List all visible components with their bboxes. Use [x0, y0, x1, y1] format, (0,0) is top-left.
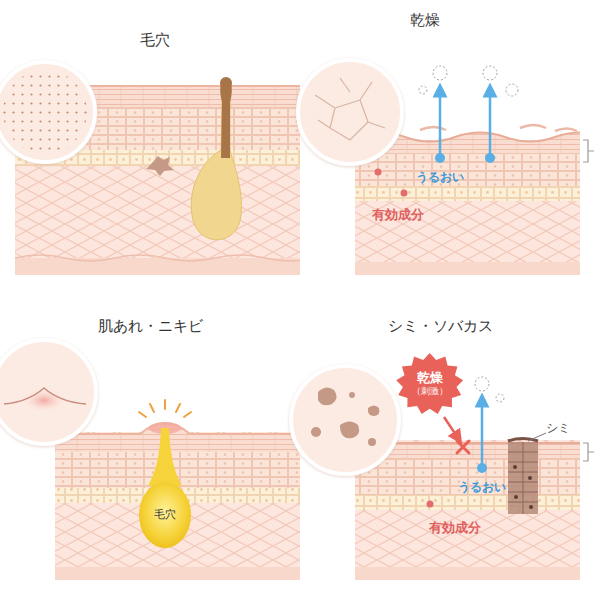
moisture-arrow — [489, 90, 492, 158]
zoom-circle — [0, 340, 96, 444]
skin-section — [355, 458, 580, 495]
moisture-arrow — [496, 394, 504, 402]
irritation-starburst: 乾燥（刺激） — [396, 353, 463, 415]
zoom-circle — [298, 60, 402, 164]
skin-section — [355, 440, 580, 580]
zoom-circle — [4, 388, 86, 404]
spot-column — [508, 439, 538, 515]
moisture-arrow — [419, 66, 518, 163]
moisture-arrow — [433, 66, 447, 80]
spot-column — [514, 495, 518, 499]
skin-section — [355, 567, 580, 580]
irritation-arrow — [457, 441, 469, 453]
skin-section — [55, 567, 300, 580]
inflammation-rays — [184, 412, 191, 417]
node-text-group: 毛穴 — [154, 509, 176, 522]
sebaceous-gland — [220, 82, 232, 158]
layer-bracket — [583, 443, 594, 461]
irritation-arrow — [444, 417, 469, 453]
zoom-circle — [340, 422, 359, 439]
zoom-circle — [318, 387, 337, 405]
skin-section — [355, 153, 580, 186]
zoom-circle — [349, 392, 355, 398]
ingredient-dot — [401, 190, 408, 197]
zoom-circle — [0, 62, 95, 162]
moisture-arrow — [483, 66, 497, 80]
panel-title: 乾燥 — [410, 11, 440, 29]
ingredient-label: 有効成分 — [372, 207, 424, 223]
ingredient-dot — [375, 169, 382, 176]
zoom-circle — [0, 62, 95, 162]
ingredient-dot — [427, 501, 434, 508]
moisture-arrow — [419, 86, 427, 94]
inflammation-rays — [139, 412, 146, 417]
moisture-arrow — [475, 377, 489, 391]
inflammation-rays — [176, 404, 180, 412]
zoom-circle — [0, 340, 96, 444]
moisture-arrow — [475, 377, 504, 473]
moisture-arrow — [435, 153, 445, 163]
skin-section — [355, 495, 580, 510]
spot-label: シミ — [546, 421, 570, 435]
moisture-arrow — [439, 90, 442, 158]
moisture-arrow — [506, 84, 518, 96]
irritation-arrow — [444, 417, 458, 438]
skin-section — [355, 140, 580, 275]
panel-title: 毛穴 — [140, 31, 170, 49]
moisture-arrow — [485, 153, 495, 163]
sebaceous-gland — [191, 77, 241, 240]
zoom-circle — [311, 427, 321, 437]
zoom-circle — [368, 438, 376, 446]
moisture-arrow — [481, 400, 484, 468]
zoom-circle — [315, 78, 385, 140]
node-text: （刺激） — [412, 386, 448, 396]
panel-title: シミ・ソバカス — [388, 317, 493, 335]
layer-bracket — [583, 140, 594, 162]
skin-section — [355, 186, 580, 201]
skin-section — [55, 422, 300, 580]
inflammation-rays — [139, 400, 191, 417]
ingredient-label: 有効成分 — [429, 520, 481, 536]
spot-column — [513, 465, 517, 469]
pore-neck — [148, 428, 182, 486]
skin-section — [55, 423, 300, 452]
melanocyte — [146, 156, 174, 176]
spot-column — [528, 476, 532, 480]
zoom-circle — [291, 366, 399, 474]
ingredient-dot — [375, 169, 408, 197]
leader-line — [528, 433, 546, 441]
zoom-circle — [291, 366, 399, 474]
skin-section — [15, 255, 300, 261]
starburst-outline — [397, 353, 464, 414]
skin-section — [55, 432, 300, 580]
node-text: 毛穴 — [154, 509, 176, 522]
inflammation-rays — [164, 400, 166, 409]
skin-section — [355, 262, 580, 275]
moisture-label: うるおい — [458, 480, 506, 494]
node-text: 乾燥 — [412, 371, 448, 386]
moisture-arrow — [477, 463, 487, 473]
pore-outline — [139, 482, 191, 548]
panel-title: 肌あれ・ニキビ — [98, 317, 203, 335]
spot-column — [508, 442, 538, 514]
inflammation-rays — [150, 404, 154, 412]
skin-section — [15, 258, 300, 275]
pore-blob: 毛穴 — [139, 482, 191, 548]
moisture-label: うるおい — [416, 170, 464, 184]
spot-column — [508, 442, 538, 514]
zoom-circle — [3, 70, 87, 154]
zoom-circle — [368, 406, 380, 417]
sebaceous-gland — [220, 77, 232, 89]
sebaceous-gland — [191, 100, 241, 240]
skin-section — [55, 423, 300, 434]
node-text-group: 乾燥（刺激） — [412, 371, 448, 396]
zoom-circle — [298, 60, 402, 164]
skin-section — [355, 440, 580, 580]
spot-column — [529, 505, 533, 509]
